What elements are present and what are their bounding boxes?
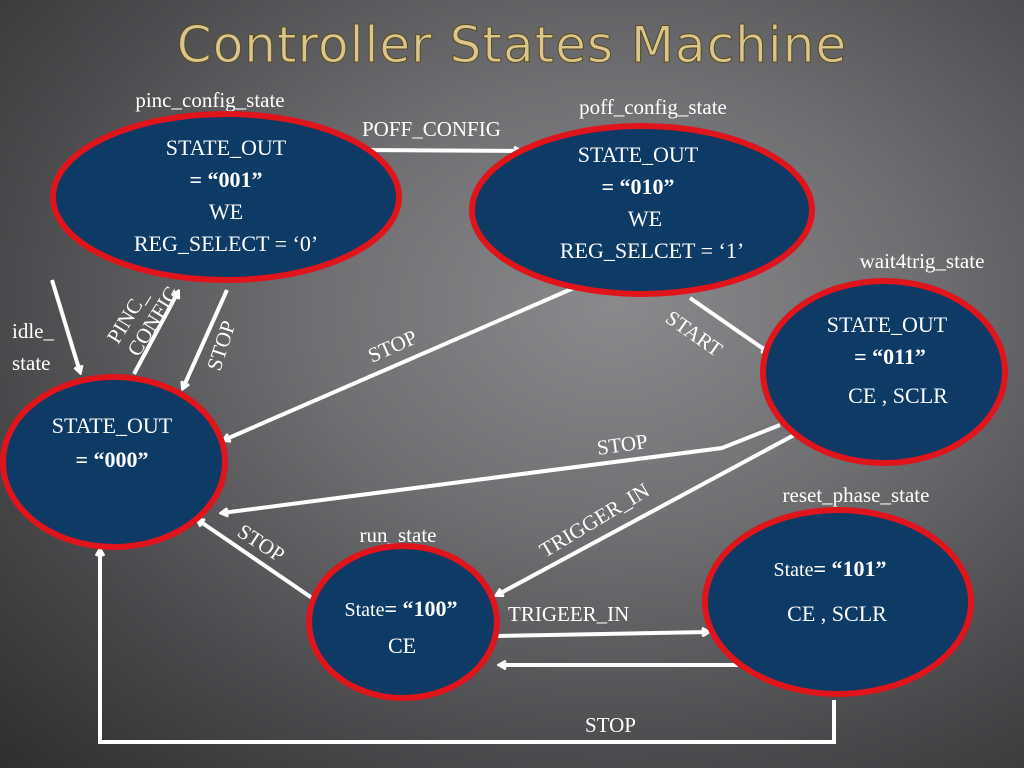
- state-pinc-line-2: = “001”: [189, 167, 262, 192]
- edge-wait4trig-to-run: [497, 432, 797, 595]
- state-poff-line-1: STATE_OUT: [578, 142, 699, 167]
- state-run-value: = “100”: [384, 596, 457, 621]
- label-pinc-config: PINC_ CONFIG: [102, 281, 184, 360]
- state-name-idle-line1: idle_: [12, 319, 54, 343]
- state-reset-value-line: State= “101”: [773, 556, 886, 581]
- state-wait4trig-line-2: = “011”: [854, 344, 926, 369]
- state-run: State= “100” CE: [306, 543, 500, 701]
- state-wait4trig-line-3: CE , SCLR: [848, 383, 948, 408]
- state-wait4trig-ellipse: [760, 278, 1008, 466]
- state-idle-line-2: = “000”: [75, 447, 148, 472]
- state-run-prefix: State: [344, 599, 384, 621]
- edge-poff-to-wait4trig: [688, 296, 768, 352]
- state-name-run: run_state: [360, 523, 437, 547]
- state-reset-value: = “101”: [813, 556, 886, 581]
- label-start: START: [661, 305, 727, 361]
- state-idle: STATE_OUT = “000”: [0, 374, 228, 550]
- state-poff-line-2: = “010”: [601, 174, 674, 199]
- edge-wait4trig-to-idle-stop: [222, 423, 781, 513]
- state-reset-prefix: State: [773, 559, 813, 581]
- state-reset-phase: State= “101” CE , SCLR: [702, 507, 974, 697]
- edge-run-to-idle-stop: [198, 520, 317, 602]
- state-pinc-line-4: REG_SELECT = ‘0’: [134, 231, 318, 256]
- state-run-value-line: State= “100”: [344, 596, 457, 621]
- state-name-idle: idle_ state: [12, 319, 54, 375]
- state-poff-line-4: REG_SELCET = ‘1’: [560, 238, 744, 263]
- state-poff-config-ellipse: [469, 123, 815, 297]
- edge-entry-to-idle: [50, 279, 80, 372]
- label-trigeer-in: TRIGEER_IN: [508, 602, 629, 626]
- label-poff-config: POFF_CONFIG: [362, 117, 501, 141]
- state-name-pinc: pinc_config_state: [135, 88, 284, 112]
- edge-run-to-reset: [497, 632, 708, 638]
- edge-poff-to-idle-stop: [224, 285, 577, 440]
- state-poff-line-3: WE: [628, 206, 662, 231]
- state-reset-phase-ellipse: [702, 507, 974, 697]
- edge-reset-to-idle-stop: [100, 550, 836, 744]
- label-stop-poff: STOP: [364, 325, 420, 368]
- state-wait4trig-line-1: STATE_OUT: [827, 312, 948, 337]
- label-stop-pinc: STOP: [202, 318, 241, 374]
- state-pinc-line-1: STATE_OUT: [166, 135, 287, 160]
- edge-idle-to-pinc: [132, 292, 178, 375]
- state-idle-line-1: STATE_OUT: [52, 413, 173, 438]
- state-pinc-config-ellipse: [50, 111, 402, 283]
- state-name-reset-phase: reset_phase_state: [783, 483, 930, 507]
- label-stop-wait4trig: STOP: [595, 429, 649, 460]
- state-run-ellipse: [306, 543, 500, 701]
- state-name-idle-line2: state: [12, 351, 50, 375]
- edge-pinc-to-idle-stop: [183, 289, 229, 388]
- state-wait4trig: STATE_OUT = “011” CE , SCLR: [760, 278, 1008, 466]
- label-stop-reset: STOP: [585, 713, 636, 737]
- state-reset-line-1: CE , SCLR: [787, 601, 887, 626]
- state-pinc-config: STATE_OUT = “001” WE REG_SELECT = ‘0’: [50, 111, 402, 283]
- diagram-title: Controller States Machine: [177, 16, 847, 74]
- label-stop-run: STOP: [233, 519, 289, 567]
- state-poff-config: STATE_OUT = “010” WE REG_SELCET = ‘1’: [469, 123, 815, 297]
- state-name-wait4trig: wait4trig_state: [860, 249, 985, 273]
- state-run-line-1: CE: [388, 633, 416, 658]
- edge-pinc-to-poff: [367, 150, 520, 151]
- state-idle-ellipse: [0, 374, 228, 550]
- state-pinc-line-3: WE: [209, 199, 243, 224]
- state-name-poff: poff_config_state: [579, 95, 727, 119]
